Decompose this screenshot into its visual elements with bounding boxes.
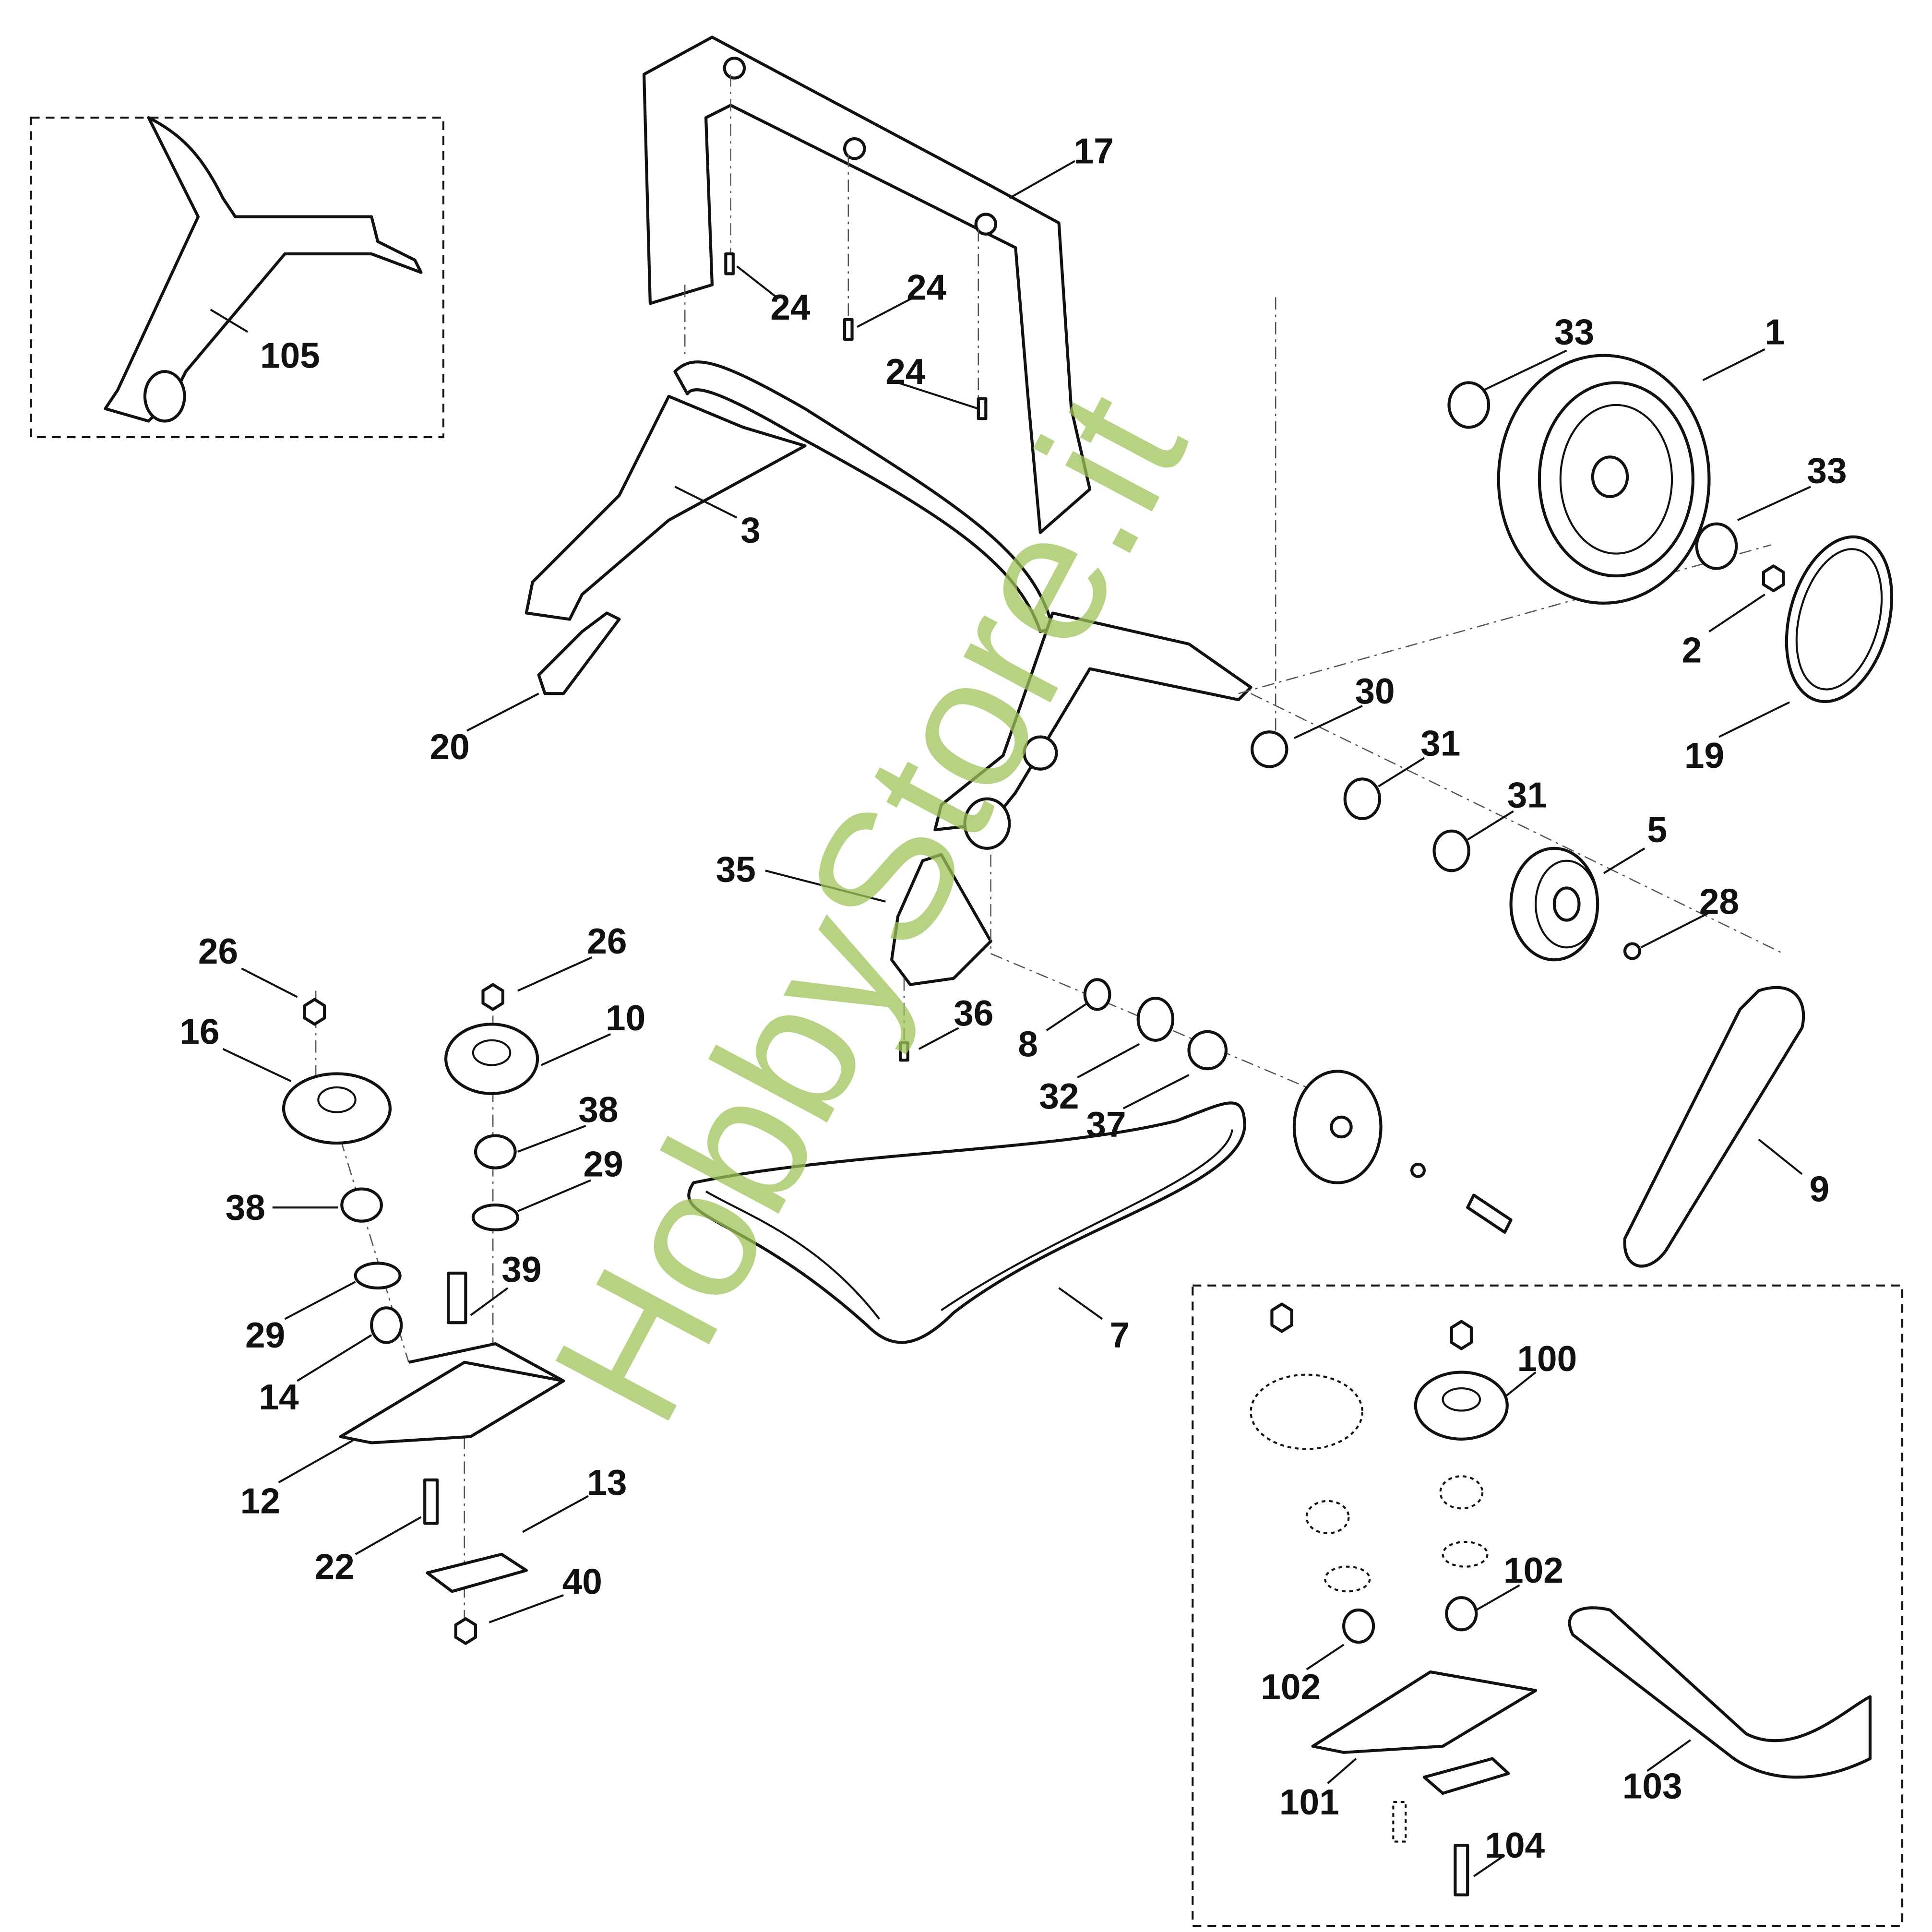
part-14-bushing	[370, 1306, 403, 1344]
callout-9: 9	[1810, 1169, 1830, 1209]
part-33-bearing	[1695, 522, 1738, 570]
callout-labels: 105 17 24 24 24 33 1 33 2 19 3 20 30 31 …	[179, 131, 1847, 1865]
o-ring	[1410, 1162, 1426, 1178]
part-1-wheel	[1497, 354, 1711, 605]
callout-36: 36	[954, 993, 993, 1033]
part-28-ring	[1623, 942, 1642, 960]
part-33-bearing	[1447, 381, 1491, 429]
callout-12: 12	[240, 1481, 280, 1521]
part-3-lower-handle	[525, 360, 1252, 850]
part-31-bearing	[1432, 829, 1470, 872]
callout-26: 26	[198, 931, 238, 971]
part-10-pulley	[444, 1023, 539, 1095]
callout-35: 35	[716, 849, 756, 890]
inset-box-alt-tensioner	[1192, 1284, 1904, 1927]
callout-7: 7	[1109, 1315, 1130, 1355]
callout-31: 31	[1507, 775, 1547, 815]
callout-33: 33	[1554, 311, 1594, 352]
part-39-bolt	[447, 1271, 467, 1324]
drive-pulley	[1292, 1070, 1383, 1184]
callout-101: 101	[1279, 1782, 1339, 1822]
callout-33: 33	[1807, 450, 1847, 490]
part-29-circlip	[354, 1262, 402, 1290]
callout-24: 24	[770, 287, 811, 327]
part-16-pulley	[282, 1072, 392, 1145]
part-36-screw	[899, 1041, 909, 1062]
part-13-plate	[426, 1552, 528, 1593]
part-31-bearing	[1343, 777, 1382, 820]
part-103-belt	[1568, 1606, 1872, 1779]
part-35-belt-cover	[890, 853, 992, 986]
callout-29: 29	[584, 1144, 623, 1184]
part-2-nut	[1762, 564, 1785, 593]
part-22-bolt	[423, 1478, 439, 1525]
callout-16: 16	[179, 1012, 219, 1052]
callout-30: 30	[1355, 671, 1395, 711]
callout-24: 24	[906, 267, 947, 308]
callout-8: 8	[1018, 1024, 1038, 1064]
part-32-bearing	[1136, 997, 1175, 1042]
part-17-handle-frame	[642, 36, 1092, 534]
callout-5: 5	[1647, 810, 1667, 850]
callout-38: 38	[226, 1187, 265, 1228]
callout-2: 2	[1682, 630, 1702, 670]
callout-32: 32	[1039, 1076, 1079, 1116]
part-30-circlip	[1251, 730, 1288, 768]
callout-105: 105	[260, 335, 320, 375]
callout-17: 17	[1074, 131, 1114, 171]
callout-24: 24	[885, 351, 926, 392]
callout-28: 28	[1699, 882, 1739, 922]
inset-alt-tensioner-parts	[1250, 1302, 1538, 1896]
callout-14: 14	[259, 1377, 299, 1417]
callout-38: 38	[578, 1089, 618, 1130]
part-20-clip	[537, 611, 621, 695]
part-37-circlip	[1187, 1030, 1228, 1071]
callout-104: 104	[1485, 1825, 1545, 1865]
part-26-nut	[481, 983, 504, 1011]
callout-103: 103	[1622, 1765, 1682, 1806]
callout-20: 20	[430, 727, 470, 767]
part-5-pulley	[1509, 847, 1599, 962]
callout-100: 100	[1517, 1338, 1577, 1379]
part-38-bearing	[340, 1187, 383, 1223]
part-26-nut	[303, 998, 326, 1026]
part-9-belt	[1623, 986, 1805, 1268]
callout-26: 26	[587, 921, 627, 961]
callout-40: 40	[562, 1561, 602, 1601]
callout-1: 1	[1765, 311, 1785, 352]
part-38-bearing	[474, 1134, 517, 1169]
part-29-circlip	[471, 1203, 519, 1231]
part-12-bracket	[339, 1342, 565, 1444]
callout-3: 3	[740, 510, 761, 550]
callout-22: 22	[315, 1546, 355, 1586]
part-7-belt	[687, 1101, 1246, 1344]
part-19-hubcap	[1785, 535, 1894, 704]
callout-13: 13	[587, 1462, 627, 1503]
callout-39: 39	[501, 1249, 541, 1289]
part-8-washer	[1083, 978, 1111, 1011]
part-40-nut	[454, 1617, 477, 1645]
callout-10: 10	[606, 998, 645, 1038]
leader-lines	[210, 160, 1811, 1877]
inset-box-alt-arm	[30, 117, 444, 439]
bolt	[1466, 1193, 1513, 1234]
callout-31: 31	[1420, 723, 1460, 763]
callout-102: 102	[1503, 1550, 1563, 1590]
callout-29: 29	[245, 1315, 285, 1355]
callout-19: 19	[1684, 735, 1724, 775]
part-105-arm	[104, 116, 423, 423]
callout-102: 102	[1261, 1667, 1321, 1707]
callout-37: 37	[1086, 1104, 1126, 1145]
